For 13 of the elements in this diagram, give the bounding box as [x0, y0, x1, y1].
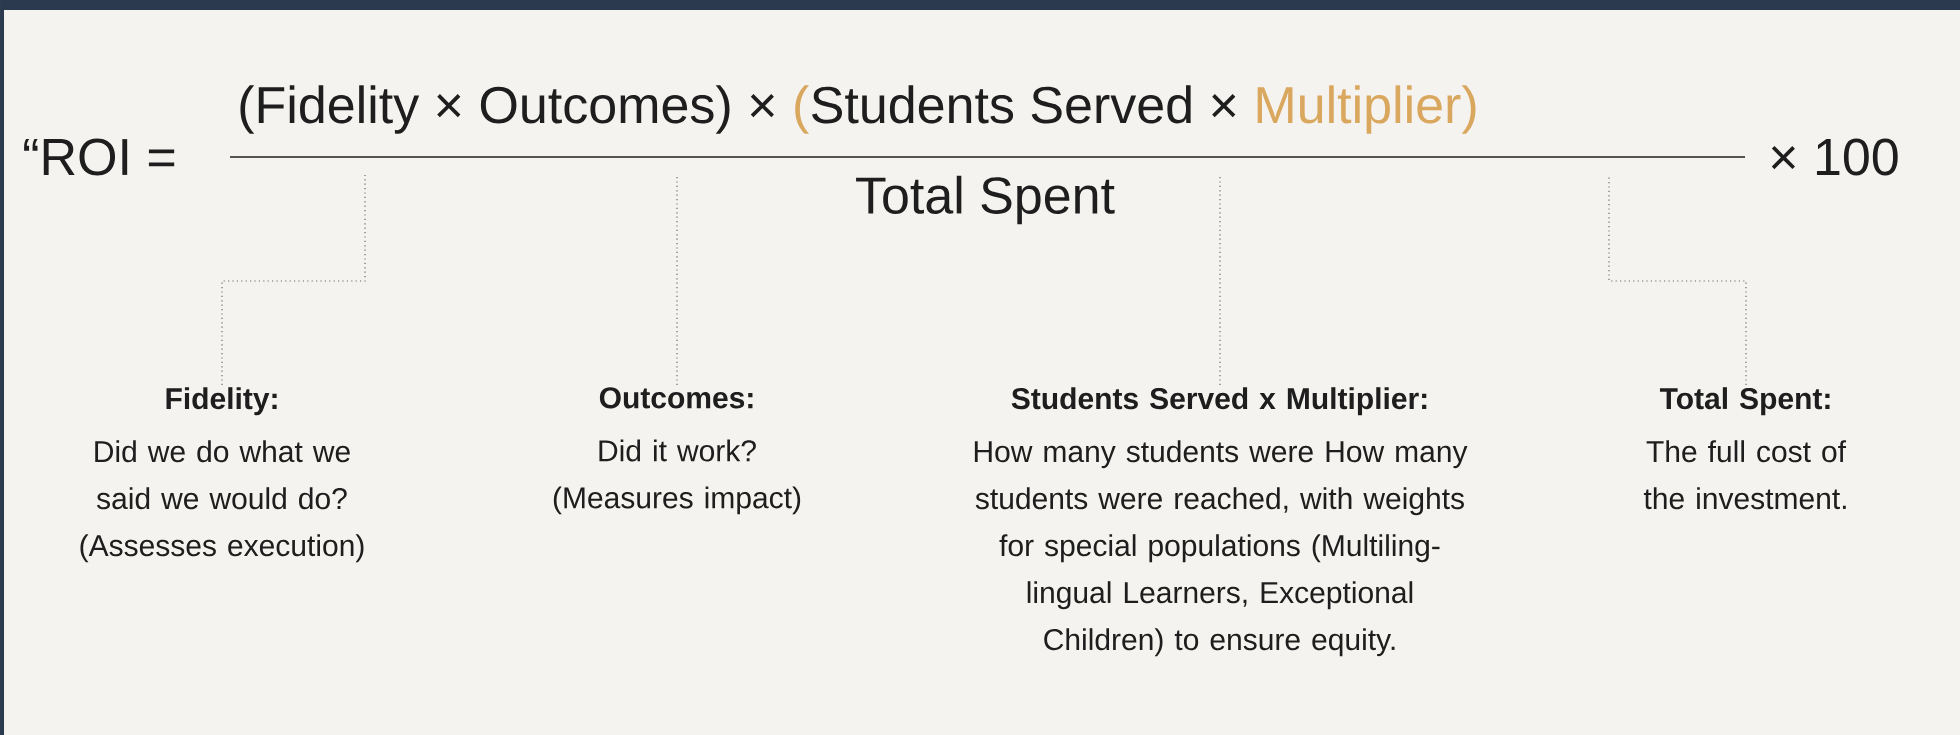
formula-text: “ROI =	[24, 138, 175, 176]
description-text: Outcomes: Did it work? (Measures impact)	[553, 387, 801, 515]
leader-line	[221, 174, 366, 386]
formula-text: × 100	[1771, 138, 1898, 176]
leader-line	[1608, 174, 1747, 386]
description-text: Fidelity: Did we do what we said we would do? (Assesses execution)	[80, 387, 364, 563]
formula-text: Total Spent	[856, 175, 1115, 225]
formula-text: (Fidelity × Outcomes) ×	[240, 85, 774, 134]
formula-text: Multiplier)	[1257, 85, 1476, 134]
description-text: Students Served x Multiplier: How many students were How many students were reached, with weights for special populations (Multiling- lingual Learners, Exceptional Children) to ensure equity.	[974, 387, 1468, 657]
formula-text: (	[795, 85, 809, 134]
formula-text: Students Served ×	[812, 85, 1236, 124]
description-text: Total Spent: The full cost of the investment.	[1643, 387, 1847, 510]
